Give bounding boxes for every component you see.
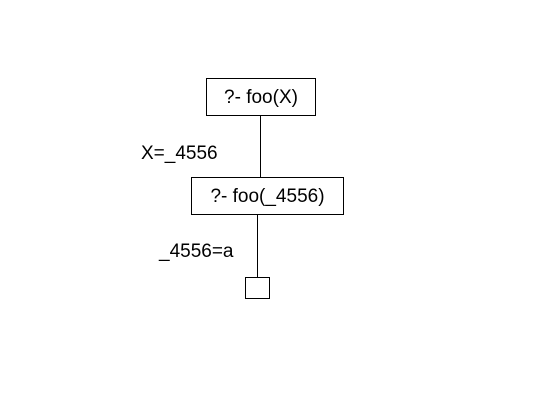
success-node-empty: [245, 277, 270, 299]
edge-child-to-leaf: [257, 215, 258, 277]
goal-node-root: ?- foo(X): [206, 78, 316, 116]
goal-node-root-text: ?- foo(X): [224, 86, 298, 108]
edge-root-to-child: [260, 116, 261, 177]
edge-label-substitution-1: X=_4556: [141, 143, 218, 164]
goal-node-child: ?- foo(_4556): [191, 177, 344, 215]
edge-label-substitution-2: _4556=a: [159, 241, 234, 262]
goal-node-child-text: ?- foo(_4556): [210, 185, 325, 207]
